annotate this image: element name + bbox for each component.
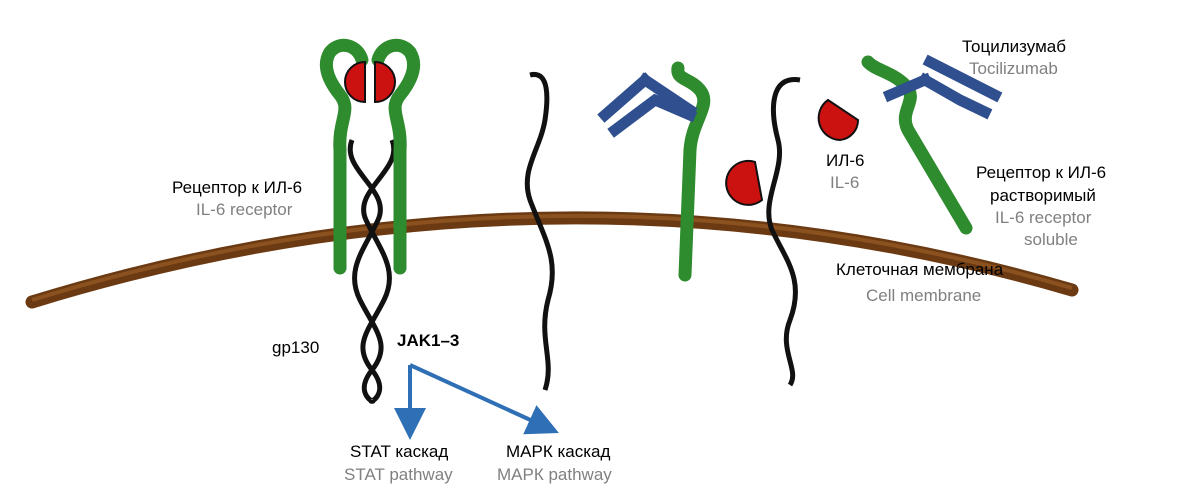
arrow-to-mapk [409, 363, 559, 435]
il6-free-1 [725, 159, 764, 206]
mapk-pathway-label: МАРК каскад [506, 442, 610, 461]
membrane-label: Клеточная мембрана [836, 260, 1004, 279]
tocilizumab-label-en: Tocilizumab [969, 59, 1058, 78]
membrane-receptor-blocked [671, 61, 711, 282]
membrane-label-en: Cell membrane [866, 286, 981, 305]
il6-bound-right [374, 60, 396, 104]
jak-label: JAK1–3 [397, 331, 459, 350]
tocilizumab-antibody-right [882, 54, 1003, 120]
gp130-chain-free-1 [524, 72, 555, 391]
stat-pathway-label: STAT каскад [350, 442, 448, 461]
il6-free-2 [817, 98, 860, 142]
il6-label: ИЛ-6 [826, 151, 865, 170]
tocilizumab-label: Тоцилизумаб [962, 37, 1066, 56]
tocilizumab-antibody-middle [597, 72, 698, 138]
receptor-label-en: IL-6 receptor [196, 200, 293, 219]
soluble-receptor-label-1: Рецептор к ИЛ-6 [976, 163, 1106, 182]
soluble-receptor-label-en-2: soluble [1024, 230, 1078, 249]
stat-pathway-label-en: STAT pathway [344, 465, 453, 484]
soluble-receptor-label-2: растворимый [990, 186, 1096, 205]
gp130-chain [347, 139, 397, 404]
il6-bound-left [344, 60, 366, 104]
receptor-label: Рецептор к ИЛ-6 [172, 178, 302, 197]
gp130-chain-free-2 [766, 77, 801, 387]
gp130-label: gp130 [272, 338, 319, 357]
soluble-receptor-label-en-1: IL-6 receptor [995, 208, 1092, 227]
mapk-pathway-label-en: МАРК pathway [497, 465, 612, 484]
il6-label-en: IL-6 [830, 173, 859, 192]
membrane-il6-receptor [319, 38, 421, 275]
